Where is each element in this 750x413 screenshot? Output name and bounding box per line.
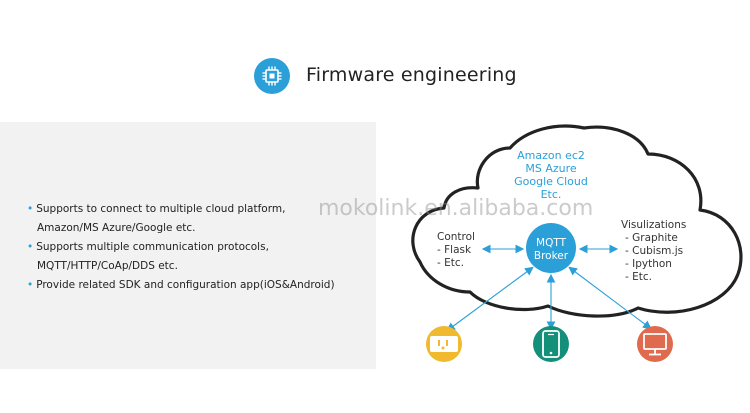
chip-icon — [254, 58, 290, 94]
watermark: mokolink.en.alibaba.com — [318, 196, 594, 221]
control-label: - Etc. — [437, 257, 464, 269]
bullet-icon: • — [27, 203, 34, 215]
visualizations-label: - Ipython — [625, 258, 672, 270]
bullet-icon: • — [27, 279, 34, 291]
smart-plug-icon — [426, 326, 462, 362]
visualizations-label: Visulizations — [621, 219, 686, 231]
broker-monitor-arrow — [568, 266, 652, 330]
visualizations-label: - Etc. — [625, 271, 652, 283]
broker-label: Broker — [534, 250, 569, 262]
bullet-icon: • — [27, 241, 34, 253]
visualizations-label: - Cubism.js — [625, 245, 683, 257]
smartphone-icon — [533, 326, 569, 362]
architecture-diagram: Amazon ec2 MS Azure Google Cloud Etc. Co… — [411, 124, 743, 362]
cloud-service-label: Etc. — [541, 188, 562, 201]
feature-item: •Provide related SDK and configuration a… — [27, 279, 335, 291]
cloud-service-label: Amazon ec2 — [517, 149, 585, 162]
feature-item: MQTT/HTTP/CoAp/DDS etc. — [37, 260, 178, 272]
monitor-icon — [637, 326, 673, 362]
visualizations-label: - Graphite — [625, 232, 678, 244]
cloud-service-label: MS Azure — [525, 162, 577, 175]
broker-plug-arrow — [446, 266, 534, 332]
header: Firmware engineering — [0, 0, 750, 122]
cloud-service-label: Google Cloud — [514, 175, 588, 188]
mqtt-broker-node — [526, 223, 576, 273]
feature-item: Amazon/MS Azure/Google etc. — [37, 222, 196, 234]
control-label: - Flask — [437, 244, 472, 256]
feature-item: •Supports multiple communication protoco… — [27, 241, 269, 253]
broker-label: MQTT — [536, 237, 567, 249]
control-label: Control — [437, 231, 475, 243]
feature-item: •Supports to connect to multiple cloud p… — [27, 203, 286, 215]
feature-list: •Supports to connect to multiple cloud p… — [27, 200, 335, 295]
page-title: Firmware engineering — [306, 64, 517, 86]
